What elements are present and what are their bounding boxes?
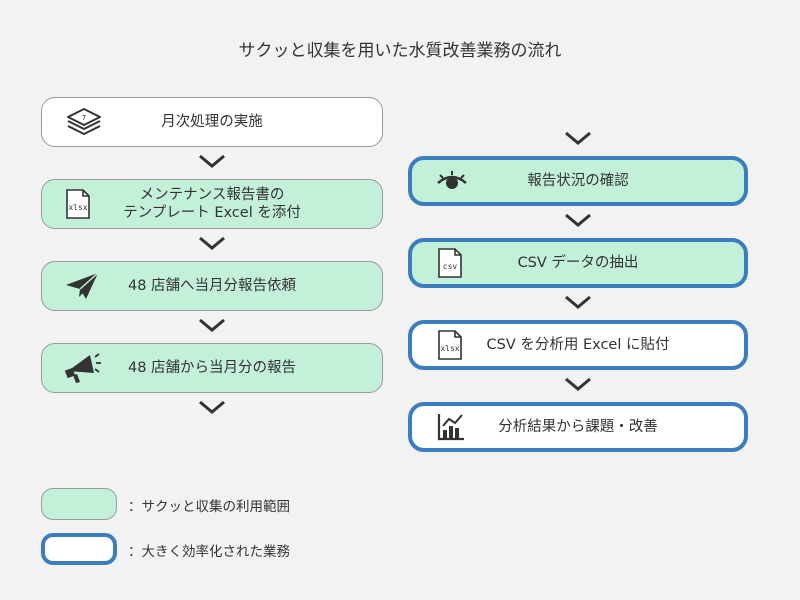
- chevron-down-icon: [565, 377, 591, 391]
- step-label: CSV データの抽出: [517, 255, 639, 271]
- svg-text:7: 7: [82, 114, 86, 122]
- eye-icon: [436, 169, 468, 193]
- step-label: 48 店舗へ当月分報告依頼: [127, 278, 297, 294]
- paper-plane-icon: [64, 271, 100, 301]
- chevron-down-icon: [199, 400, 225, 414]
- step-label: 48 店舗から当月分の報告: [127, 360, 297, 376]
- chevron-down-icon: [199, 318, 225, 332]
- legend-green-swatch: [41, 488, 117, 520]
- xlsx-file-icon: xlsx: [64, 188, 92, 220]
- step-analysis-improvement: 分析結果から課題・改善: [408, 402, 748, 452]
- chevron-down-icon: [565, 213, 591, 227]
- svg-text:xlsx: xlsx: [440, 344, 459, 353]
- chevron-down-icon: [565, 131, 591, 145]
- step-monthly-processing: 7 月次処理の実施: [41, 97, 383, 147]
- step-label: 分析結果から課題・改善: [498, 419, 658, 435]
- legend-green-label: ：サクッと収集の利用範囲: [128, 499, 290, 515]
- diagram-title: サクッと収集を用いた水質改善業務の流れ: [238, 41, 562, 61]
- svg-text:xlsx: xlsx: [68, 203, 87, 212]
- step-label-line1: メンテナンス報告書の: [139, 187, 285, 203]
- csv-file-icon: csv: [436, 247, 464, 279]
- megaphone-icon: [64, 351, 102, 385]
- step-request-report: 48 店舗へ当月分報告依頼: [41, 261, 383, 311]
- analytics-chart-icon: [436, 412, 466, 442]
- step-label: CSV を分析用 Excel に貼付: [486, 337, 670, 353]
- svg-text:csv: csv: [443, 262, 458, 271]
- step-label-line2: テンプレート Excel を添付: [123, 205, 301, 221]
- chevron-down-icon: [199, 154, 225, 168]
- chevron-down-icon: [199, 236, 225, 250]
- xlsx-file-icon: xlsx: [436, 329, 464, 361]
- legend-blue-label: ：大きく効率化された業務: [128, 544, 290, 560]
- step-check-report-status: 報告状況の確認: [408, 156, 748, 206]
- step-label: 月次処理の実施: [161, 114, 263, 130]
- step-label: 報告状況の確認: [527, 173, 629, 189]
- step-paste-csv: xlsx CSV を分析用 Excel に貼付: [408, 320, 748, 370]
- calendar-icon: 7: [64, 106, 104, 138]
- legend-blue-swatch: [41, 533, 117, 565]
- step-receive-report: 48 店舗から当月分の報告: [41, 343, 383, 393]
- step-attach-template: xlsx メンテナンス報告書の テンプレート Excel を添付: [41, 179, 383, 229]
- step-extract-csv: csv CSV データの抽出: [408, 238, 748, 288]
- chevron-down-icon: [565, 295, 591, 309]
